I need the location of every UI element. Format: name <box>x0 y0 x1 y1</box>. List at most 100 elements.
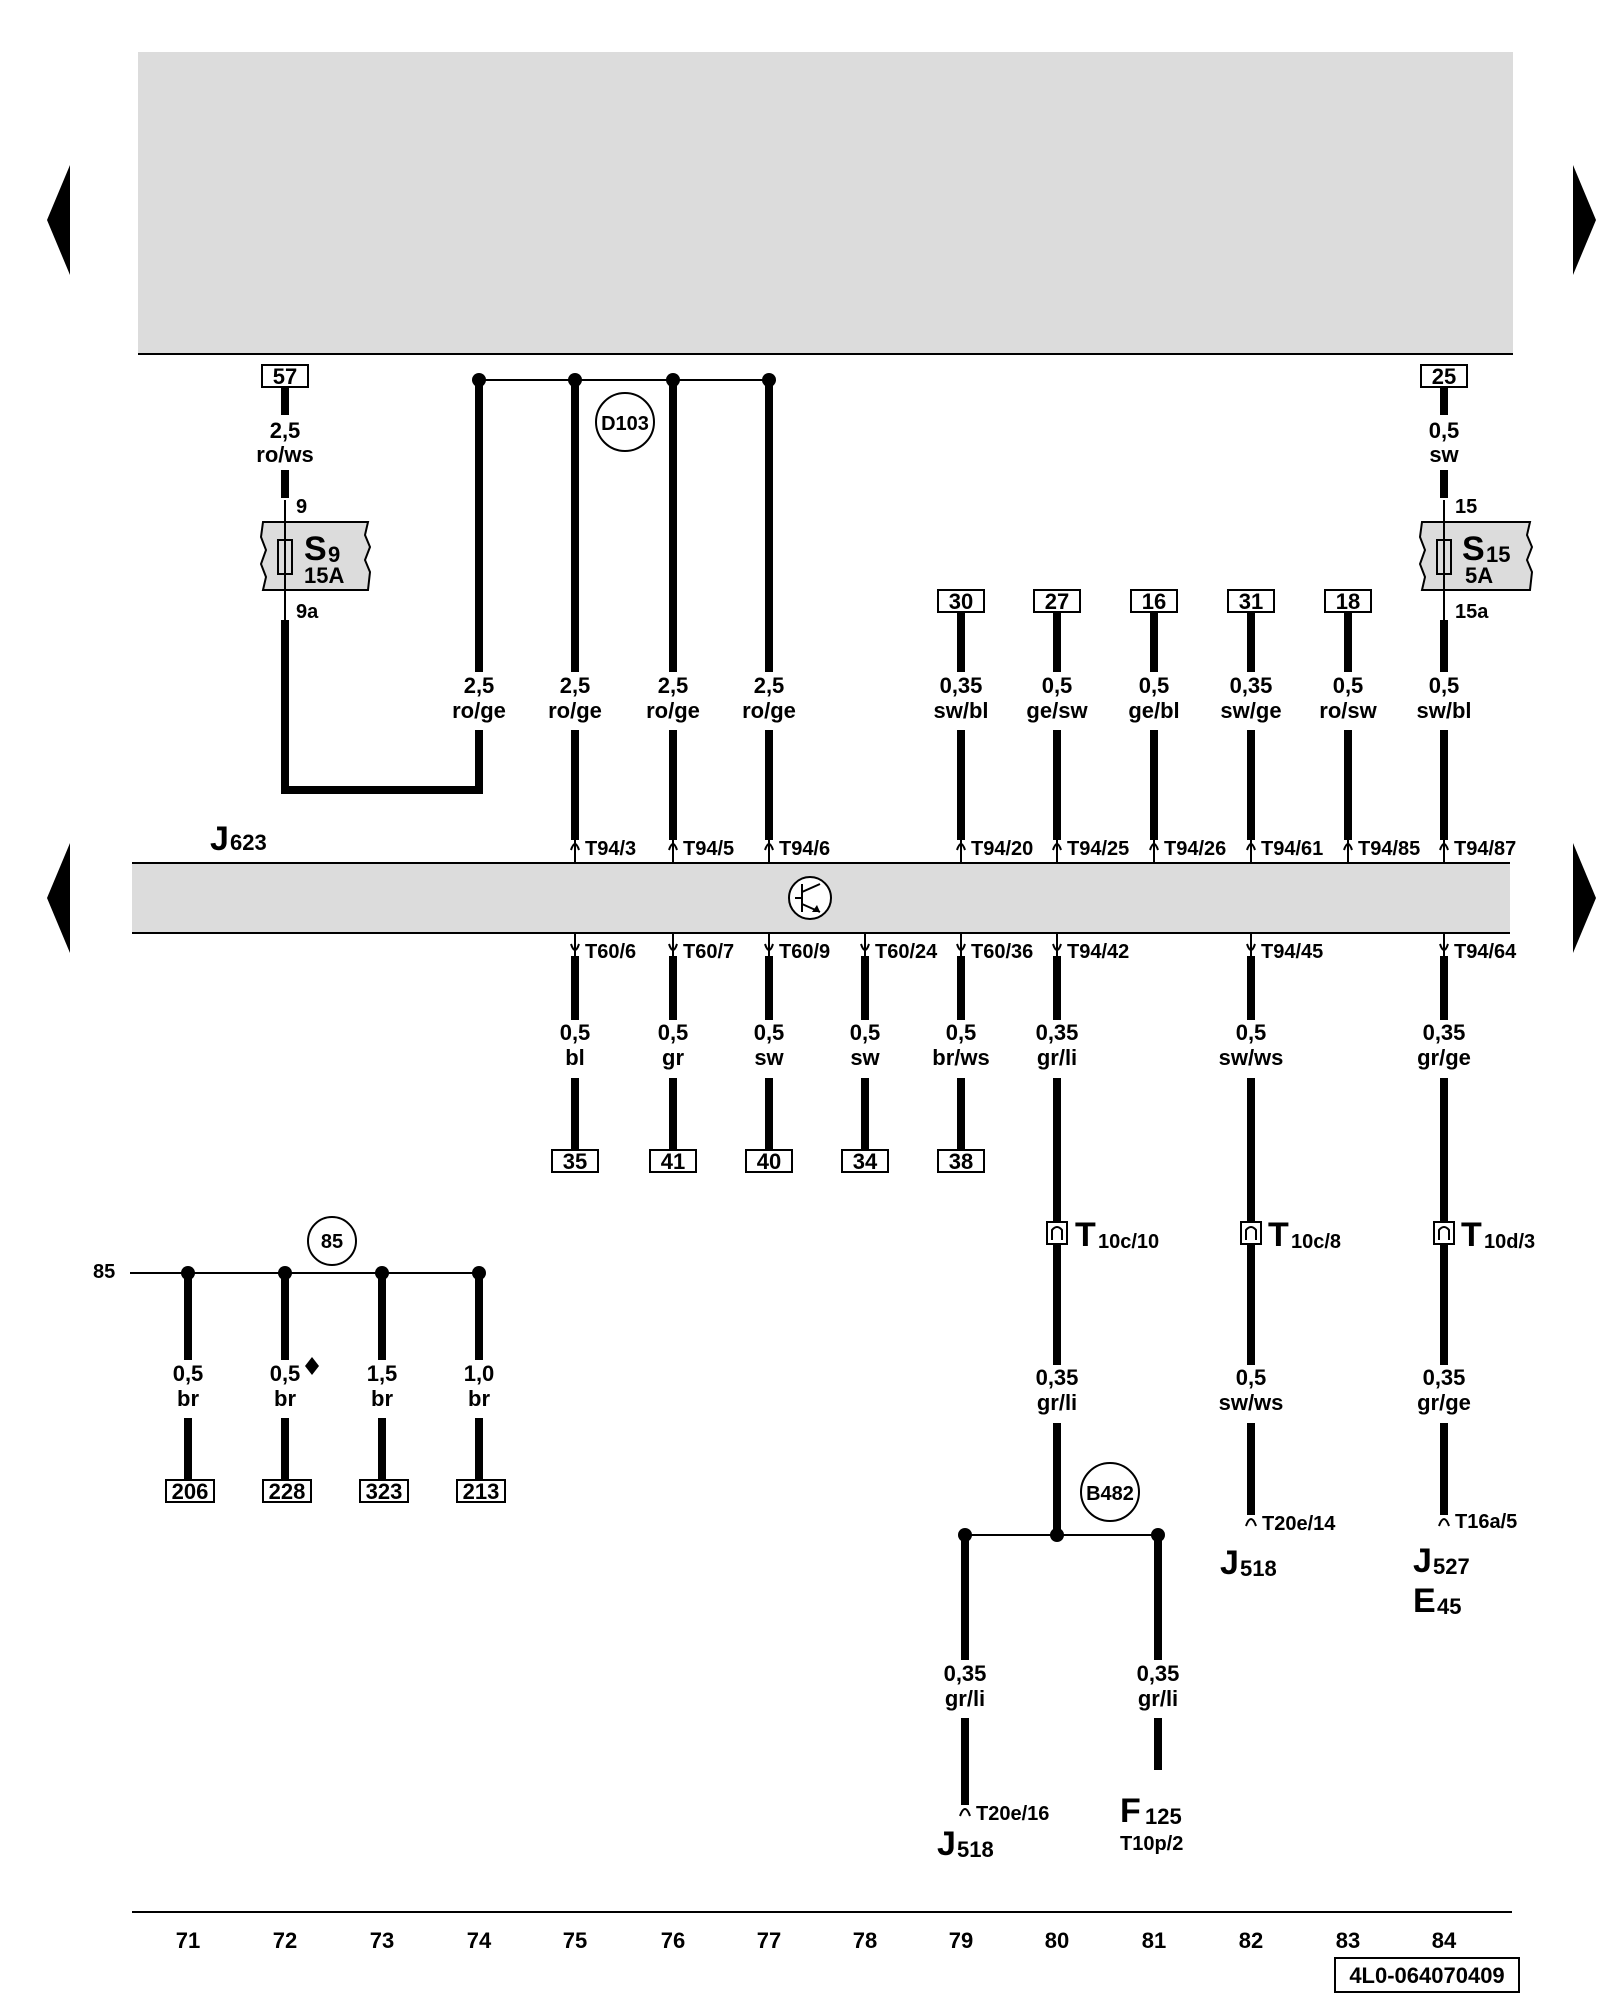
connector-t10c8-icon <box>1240 1221 1262 1245</box>
wire-80c-label-bg <box>1017 1365 1097 1423</box>
prev-section-arrow-icon[interactable] <box>47 843 70 953</box>
pin-top-81: T94/26 <box>1164 838 1226 860</box>
end-pin-79: T20e/16 <box>976 1803 1049 1825</box>
wire-82b-label-bg <box>1206 1020 1296 1078</box>
e45-num: 45 <box>1437 1594 1461 1619</box>
node-74 <box>472 373 486 387</box>
wire-76b-size: 0,5 <box>658 1020 689 1045</box>
wire-83t-label-bg <box>1308 672 1388 730</box>
pin-top-75: T94/3 <box>585 838 636 860</box>
connector-t10c10-sub: 10c/10 <box>1098 1231 1159 1253</box>
f125-pin: T10p/2 <box>1120 1833 1183 1855</box>
wire-25-color: sw <box>1429 442 1459 467</box>
ref-38: 38 <box>949 1149 973 1174</box>
fuse-s15-rating: 5A <box>1465 563 1493 588</box>
pin-top-82: T94/61 <box>1261 838 1323 860</box>
next-section-arrow-icon[interactable] <box>1573 843 1596 953</box>
ref-box-213 <box>456 1479 506 1503</box>
wire-84c-label-bg <box>1399 1365 1489 1423</box>
wire-72-label-bg <box>255 1360 315 1418</box>
wire-73-color: br <box>371 1386 393 1411</box>
wire-83t-color: ro/sw <box>1319 698 1377 723</box>
ref-18: 18 <box>1336 589 1360 614</box>
wire-57-color: ro/ws <box>256 442 313 467</box>
pin-top-83: T94/85 <box>1358 838 1420 860</box>
ref-box-38 <box>937 1149 985 1173</box>
wire-82c-label-bg <box>1206 1365 1296 1423</box>
ref-16: 16 <box>1142 589 1166 614</box>
wire-79t-color: sw/bl <box>933 698 988 723</box>
wire-80b-size: 0,35 <box>1036 1020 1079 1045</box>
wire-84c-size: 0,35 <box>1423 1365 1466 1390</box>
pin-bottom-76: T60/7 <box>683 941 734 963</box>
fuse-s9-pin-in: 9 <box>296 496 307 518</box>
wire-75-label-bg <box>540 672 610 730</box>
wire-79d-size: 0,35 <box>944 1661 987 1686</box>
connector-t10c10-letter: T <box>1075 1216 1096 1254</box>
wire-81d-size: 0,35 <box>1137 1661 1180 1686</box>
junction-b482-circle <box>1080 1462 1140 1522</box>
fuse-s9-rating: 15A <box>304 563 344 588</box>
wire-79d-label-bg <box>925 1660 1005 1718</box>
fuse-s15-pin-in: 15 <box>1455 496 1477 518</box>
j518-b-num: 518 <box>957 1837 994 1862</box>
connector-t10d3-letter: T <box>1461 1216 1482 1254</box>
prev-page-arrow-icon[interactable] <box>47 165 70 275</box>
ref-25: 25 <box>1432 364 1456 389</box>
wire-71-size: 0,5 <box>173 1361 204 1386</box>
wire-76-color: ro/ge <box>646 698 700 723</box>
junction-85-circle <box>307 1216 357 1266</box>
wire-79d-color: gr/li <box>945 1686 985 1711</box>
column-72: 72 <box>273 1928 297 1953</box>
pin-top-76: T94/5 <box>683 838 734 860</box>
wire-80c-color: gr/li <box>1037 1390 1077 1415</box>
wire-71-label-bg <box>158 1360 218 1418</box>
wire-82b-size: 0,5 <box>1236 1020 1267 1045</box>
wire-75b-size: 0,5 <box>560 1020 591 1045</box>
next-page-arrow-icon[interactable] <box>1573 165 1596 275</box>
pin-bottom-77: T60/9 <box>779 941 830 963</box>
ref-box-41 <box>649 1149 697 1173</box>
j518-a-letter: J <box>1220 1544 1239 1582</box>
wire-80t-label-bg <box>1017 672 1097 730</box>
ref-228: 228 <box>269 1479 306 1504</box>
bottom-pin-connectors <box>570 943 1449 951</box>
wire-74b-color: br <box>468 1386 490 1411</box>
wire-79t-label-bg <box>921 672 1001 730</box>
connector-t10d3-icon <box>1433 1221 1455 1245</box>
pin-bottom-80: T94/42 <box>1067 941 1129 963</box>
wire-73-label-bg <box>352 1360 412 1418</box>
pin-bottom-75: T60/6 <box>585 941 636 963</box>
wire-82c-size: 0,5 <box>1236 1365 1267 1390</box>
end-pin-84: T16a/5 <box>1455 1511 1517 1533</box>
relay-panel <box>138 52 1513 354</box>
column-77: 77 <box>757 1928 781 1953</box>
ref-31: 31 <box>1239 589 1263 614</box>
column-82: 82 <box>1239 1928 1263 1953</box>
wire-77-label-bg <box>734 672 804 730</box>
column-79: 79 <box>949 1928 973 1953</box>
wire-57-size: 2,5 <box>270 418 301 443</box>
wire-82t-color: sw/ge <box>1220 698 1281 723</box>
wire-72-size: 0,5 <box>270 1361 301 1386</box>
fuse-s9-num: 9 <box>328 542 340 567</box>
wire-79b-color: br/ws <box>932 1045 989 1070</box>
pin-top-77: T94/6 <box>779 838 830 860</box>
wire-74-label-bg <box>444 672 514 730</box>
ref-box-206 <box>165 1479 215 1503</box>
ref-206: 206 <box>172 1479 209 1504</box>
column-84: 84 <box>1432 1928 1457 1953</box>
column-75: 75 <box>563 1928 587 1953</box>
wire-84t-color: sw/bl <box>1416 698 1471 723</box>
wire-84c-color: gr/ge <box>1417 1390 1471 1415</box>
fuse-s9-pin-out: 9a <box>296 601 319 623</box>
wire-82t-label-bg <box>1211 672 1291 730</box>
wire-74-color: ro/ge <box>452 698 506 723</box>
pin-top-80: T94/25 <box>1067 838 1129 860</box>
wire-83t-size: 0,5 <box>1333 673 1364 698</box>
junction-85: 85 <box>321 1231 343 1253</box>
wire-80t-size: 0,5 <box>1042 673 1073 698</box>
wire-78b-size: 0,5 <box>850 1020 881 1045</box>
wire-81d-color: gr/li <box>1138 1686 1178 1711</box>
transistor-icon <box>788 876 832 920</box>
